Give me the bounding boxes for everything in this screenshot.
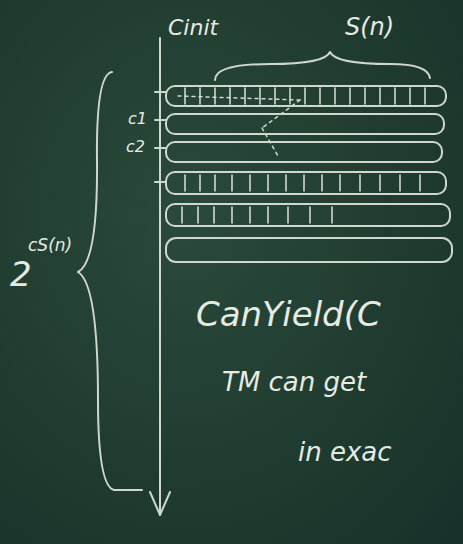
axis-tick	[155, 91, 166, 93]
chalk-note: in exac	[298, 438, 392, 467]
axis-arrowhead	[150, 492, 170, 515]
width-brace	[215, 52, 430, 80]
axis-tick	[155, 147, 166, 149]
tape-cells	[182, 88, 425, 223]
brace-end	[114, 489, 142, 491]
count-brace	[78, 72, 114, 490]
count-exponent: cS(n)	[28, 236, 72, 255]
width-label: S(n)	[345, 14, 394, 40]
axis-tick	[155, 181, 166, 183]
chalk-heading: CanYield(C	[196, 296, 381, 333]
count-base: 2	[10, 256, 32, 293]
config-label: c2	[126, 138, 145, 156]
config-label: c1	[128, 110, 147, 128]
transition-arrows	[178, 96, 300, 156]
axis-tick	[155, 119, 166, 121]
chalk-note: TM can get	[222, 368, 366, 397]
time-axis	[159, 38, 161, 515]
tape-bands	[166, 86, 452, 262]
config-label: Cinit	[168, 16, 218, 40]
